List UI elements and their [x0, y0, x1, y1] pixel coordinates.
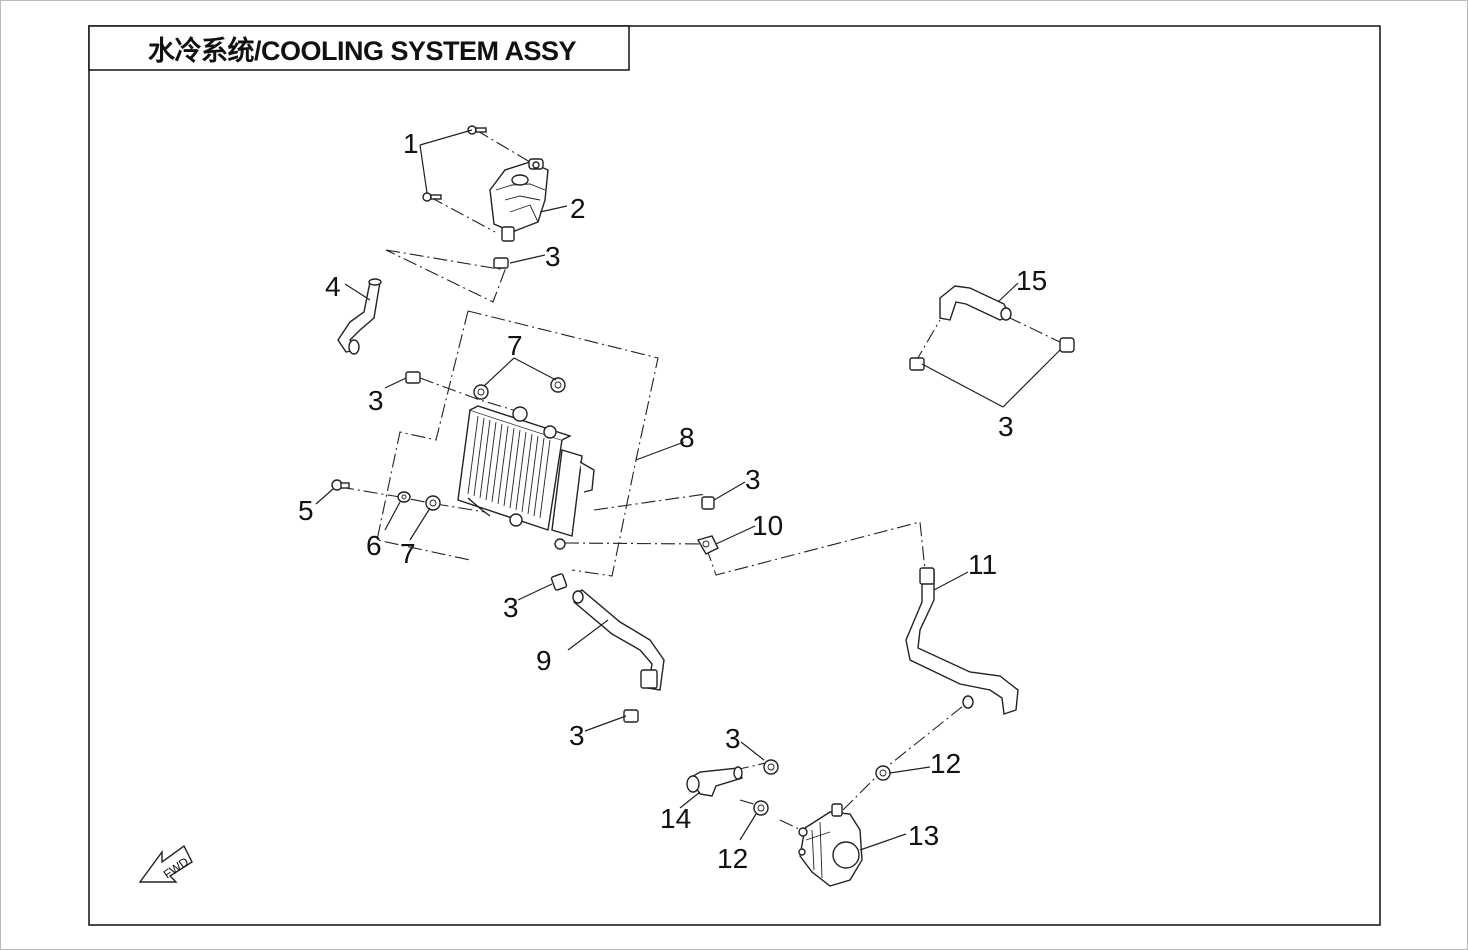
grommet-icon — [550, 377, 566, 393]
bolt-5-icon — [331, 479, 350, 491]
callout-7: 7 — [400, 538, 416, 569]
callout-8: 8 — [679, 422, 695, 453]
hose-clamp-icon — [405, 371, 421, 384]
callout-7: 7 — [507, 330, 523, 361]
forward-arrow-icon: FWD — [138, 844, 193, 883]
hose11-path — [564, 493, 926, 576]
hose4-upper-path — [385, 249, 506, 303]
callout-3: 3 — [725, 723, 741, 754]
hose-clamp-icon — [1059, 337, 1075, 353]
hose-clamp-icon — [701, 496, 715, 510]
drawing-frame — [88, 25, 1381, 926]
washer-6-icon — [397, 491, 411, 503]
mount-path — [339, 377, 521, 513]
callout-3: 3 — [569, 720, 585, 751]
callout-10: 10 — [752, 510, 783, 541]
title-box — [88, 25, 630, 71]
grommet-icon — [473, 384, 489, 400]
hose-clamp-icon — [875, 765, 891, 781]
radiator — [457, 405, 595, 550]
upper-hose — [337, 278, 382, 355]
temperature-sensor-icon — [696, 535, 719, 555]
callout-5: 5 — [298, 495, 314, 526]
hose-clamp-icon — [493, 257, 509, 269]
callout-9: 9 — [536, 645, 552, 676]
expansion-tank — [489, 158, 549, 242]
hose-clamp-icon — [623, 709, 639, 723]
callout-6: 6 — [366, 530, 382, 561]
callout-3: 3 — [503, 592, 519, 623]
pump-inlet-pipe — [686, 766, 743, 797]
callout-1: 1 — [403, 128, 419, 159]
callout-3: 3 — [998, 411, 1014, 442]
callout-3: 3 — [368, 385, 384, 416]
callout-4: 4 — [325, 271, 341, 302]
bolt-path-1 — [429, 129, 536, 233]
bolt-1b-icon — [422, 192, 442, 202]
leader-lines — [315, 129, 1061, 851]
callout-14: 14 — [660, 803, 691, 834]
callout-2: 2 — [570, 193, 586, 224]
hose15-path — [914, 316, 1067, 364]
grommet-icon — [425, 495, 441, 511]
hose-clamp-icon — [763, 759, 779, 775]
callout-15: 15 — [1016, 265, 1047, 296]
water-pump — [798, 803, 863, 887]
callout-3: 3 — [545, 241, 561, 272]
hose-clamp-icon — [753, 800, 769, 816]
water-pump-hose — [905, 567, 1019, 715]
callout-11: 11 — [968, 549, 997, 580]
callout-3: 3 — [745, 464, 761, 495]
callout-labels: 1 2 3 4 3 7 8 3 10 5 6 7 3 9 3 11 15 3 3… — [298, 128, 1047, 874]
lower-radiator-hose — [550, 573, 665, 691]
bypass-hose — [909, 285, 1012, 371]
callout-12: 12 — [717, 843, 748, 874]
callout-12: 12 — [930, 748, 961, 779]
callout-13: 13 — [908, 820, 939, 851]
diagram-title: 水冷系统/COOLING SYSTEM ASSY — [148, 35, 577, 66]
